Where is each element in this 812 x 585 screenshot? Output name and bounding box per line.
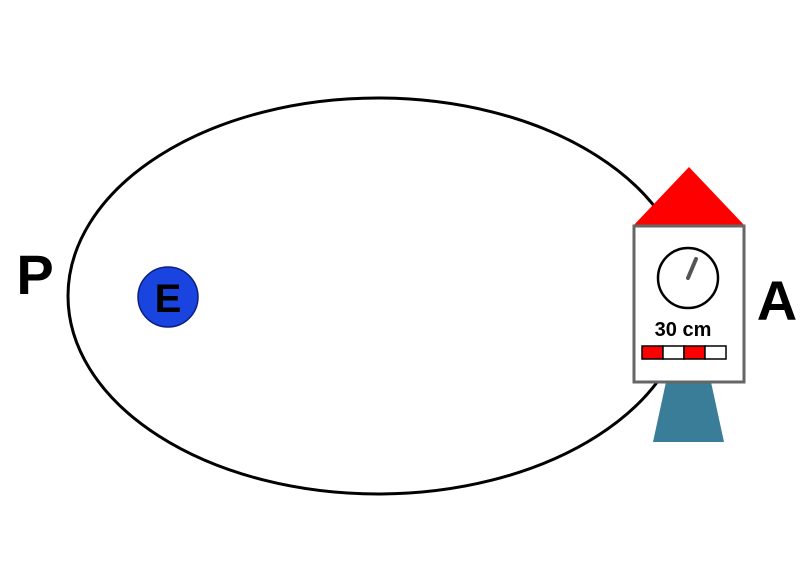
earth-label: E [155,277,182,321]
clock-icon [656,246,720,310]
ruler-segment [641,345,664,360]
ruler-segment [683,345,706,360]
ruler-segment [704,345,727,360]
perigee-label: P [16,243,53,306]
rocket-nose [633,167,745,226]
ruler-icon [641,345,727,360]
earth: E [137,266,199,328]
ruler-length-label: 30 cm [655,319,712,341]
earth-circle [137,266,199,328]
ruler-segment [662,345,685,360]
apogee-label: A [757,269,797,332]
rocket-icon: 30 cm [632,167,746,442]
clock-hand [686,257,698,280]
rocket-exhaust [653,382,724,442]
